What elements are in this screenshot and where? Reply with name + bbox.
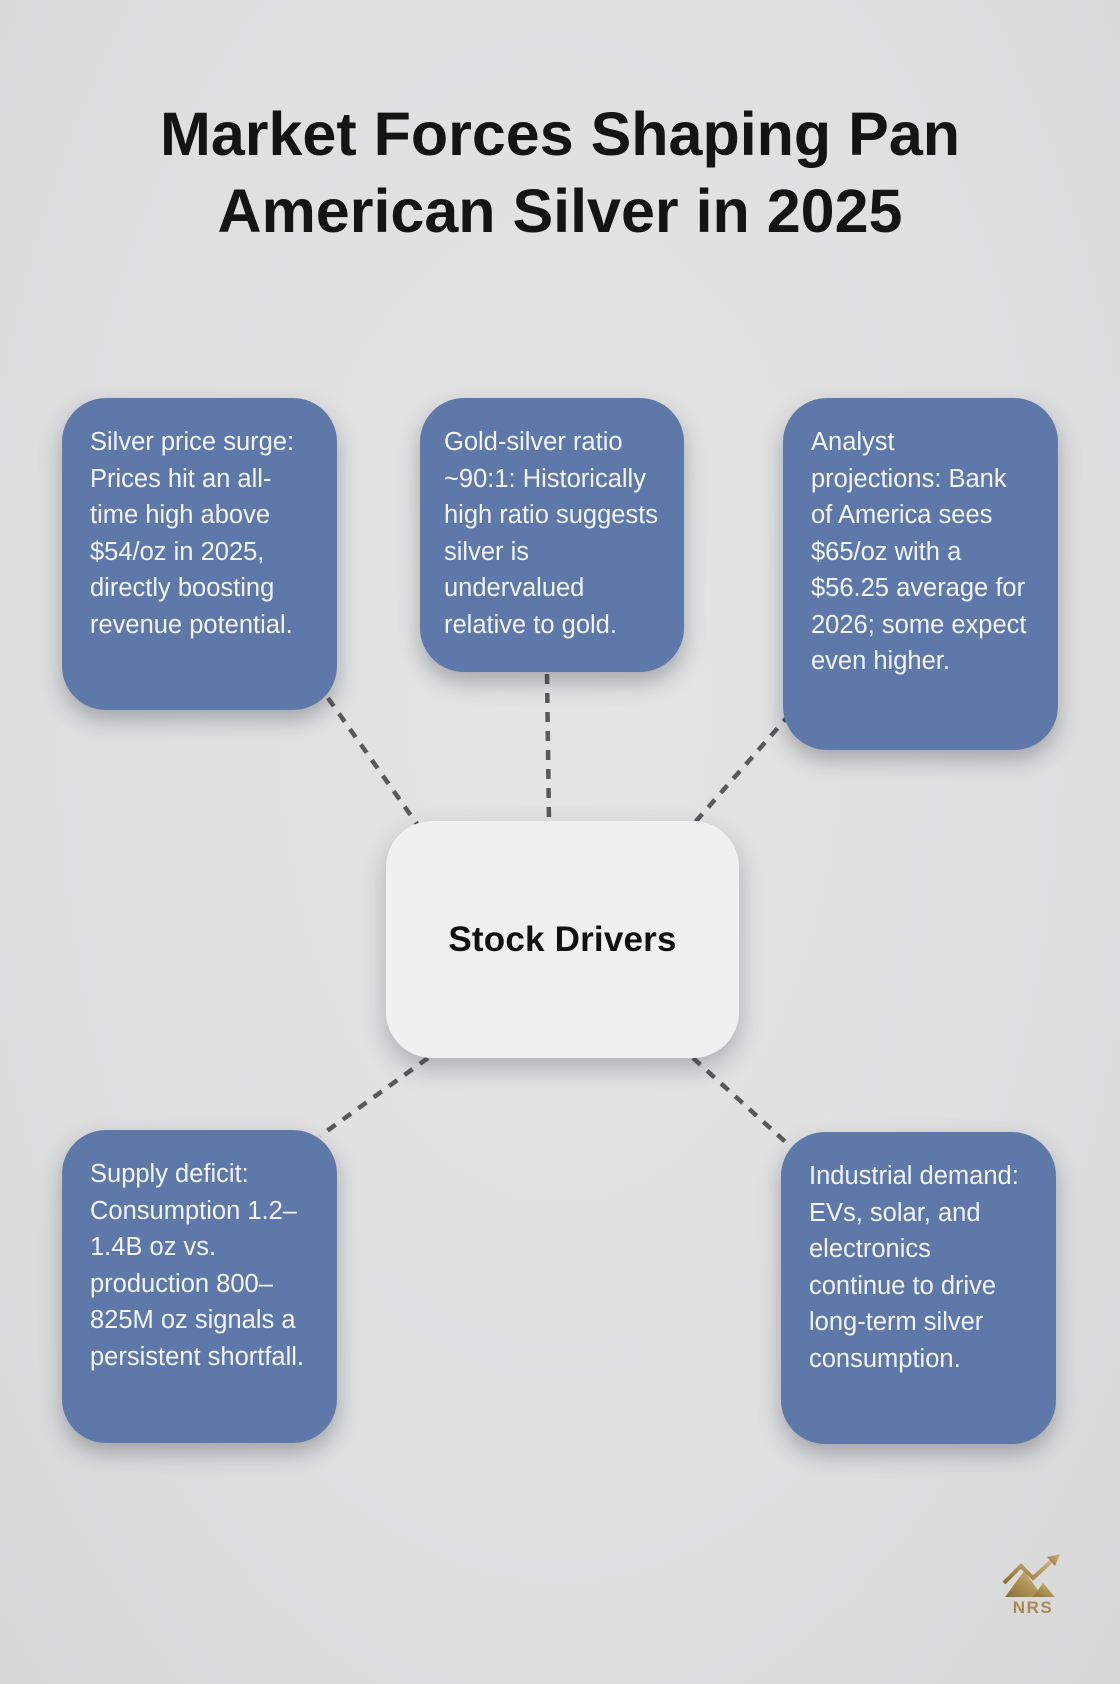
factor-label: Gold-silver ratio ~90:1: Historically hi…: [444, 428, 659, 639]
brand-logo: NRS: [998, 1554, 1068, 1618]
connector-supply-deficit: [318, 1056, 430, 1138]
page-title-line-2: American Silver in 2025: [217, 177, 903, 245]
factor-box-gold-silver-ratio: Gold-silver ratio ~90:1: Historically hi…: [420, 398, 684, 672]
center-node-label: Stock Drivers: [448, 919, 677, 959]
factor-label: Supply deficit: Consumption 1.2–1.4B oz …: [90, 1160, 305, 1371]
page-title-line-1: Market Forces Shaping Pan: [160, 100, 960, 168]
factor-box-supply-deficit: Supply deficit: Consumption 1.2–1.4B oz …: [62, 1130, 337, 1443]
center-node-stock-drivers: Stock Drivers: [386, 821, 739, 1058]
factor-box-analyst-projections: Analyst projections: Bank of America see…: [783, 398, 1058, 750]
connector-analyst-projections: [688, 712, 792, 830]
factor-box-silver-price-surge: Silver price surge: Prices hit an all-ti…: [62, 398, 337, 710]
connector-gold-silver-ratio: [544, 673, 552, 823]
factor-label: Industrial demand: EVs, solar, and elect…: [809, 1162, 1019, 1373]
factor-label: Analyst projections: Bank of America see…: [811, 428, 1027, 675]
brand-logo-text: NRS: [1012, 1598, 1054, 1617]
factor-box-industrial-demand: Industrial demand: EVs, solar, and elect…: [781, 1132, 1056, 1444]
mountain-trend-arrow-icon: [1002, 1554, 1060, 1597]
connector-industrial-demand: [691, 1056, 792, 1148]
connector-silver-price: [326, 696, 426, 836]
factor-label: Silver price surge: Prices hit an all-ti…: [90, 428, 295, 639]
page-title: Market Forces Shaping Pan American Silve…: [0, 96, 1120, 250]
